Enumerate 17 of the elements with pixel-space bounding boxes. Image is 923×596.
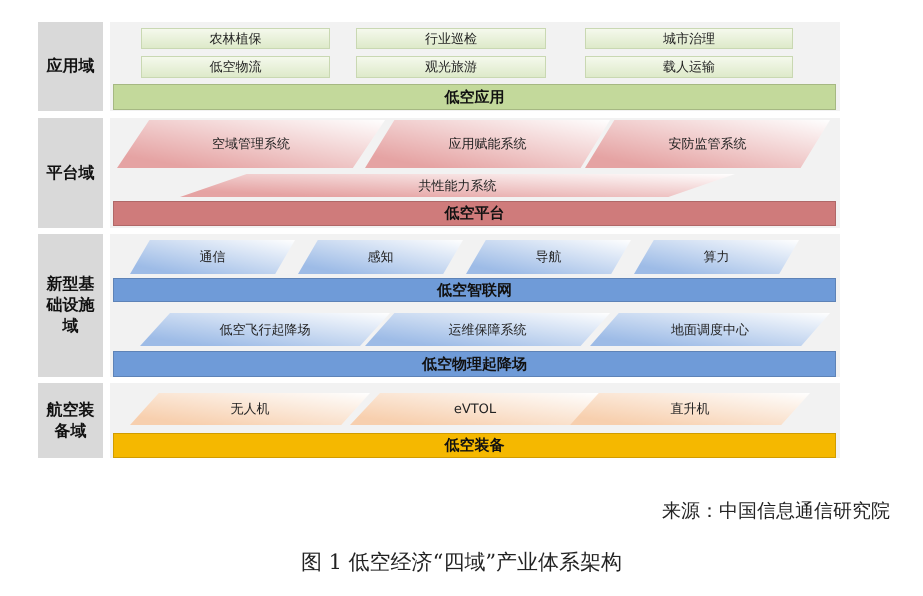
layer-bar: 低空物理起降场: [113, 351, 836, 377]
source-note: 来源：中国信息通信研究院: [662, 499, 890, 524]
domain-label-box: 航空装备域: [38, 383, 103, 458]
application-tag: 低空物流: [141, 56, 330, 78]
layer-bar: 低空应用: [113, 84, 836, 110]
domain-label-box: 平台域: [38, 118, 103, 228]
figure-caption: 图 1 低空经济“四域”产业体系架构: [300, 549, 622, 576]
application-tag: 行业巡检: [356, 28, 546, 49]
application-tag: 农林植保: [141, 28, 330, 49]
application-tag: 载人运输: [585, 56, 793, 78]
layer-bar: 低空装备: [113, 433, 836, 458]
layer-bar: 低空平台: [113, 201, 836, 226]
application-tag: 观光旅游: [356, 56, 546, 78]
application-tag: 城市治理: [585, 28, 793, 49]
domain-label-box: 新型基础设施域: [38, 234, 103, 377]
domain-label-box: 应用域: [38, 22, 103, 111]
layer-bar: 低空智联网: [113, 278, 836, 302]
